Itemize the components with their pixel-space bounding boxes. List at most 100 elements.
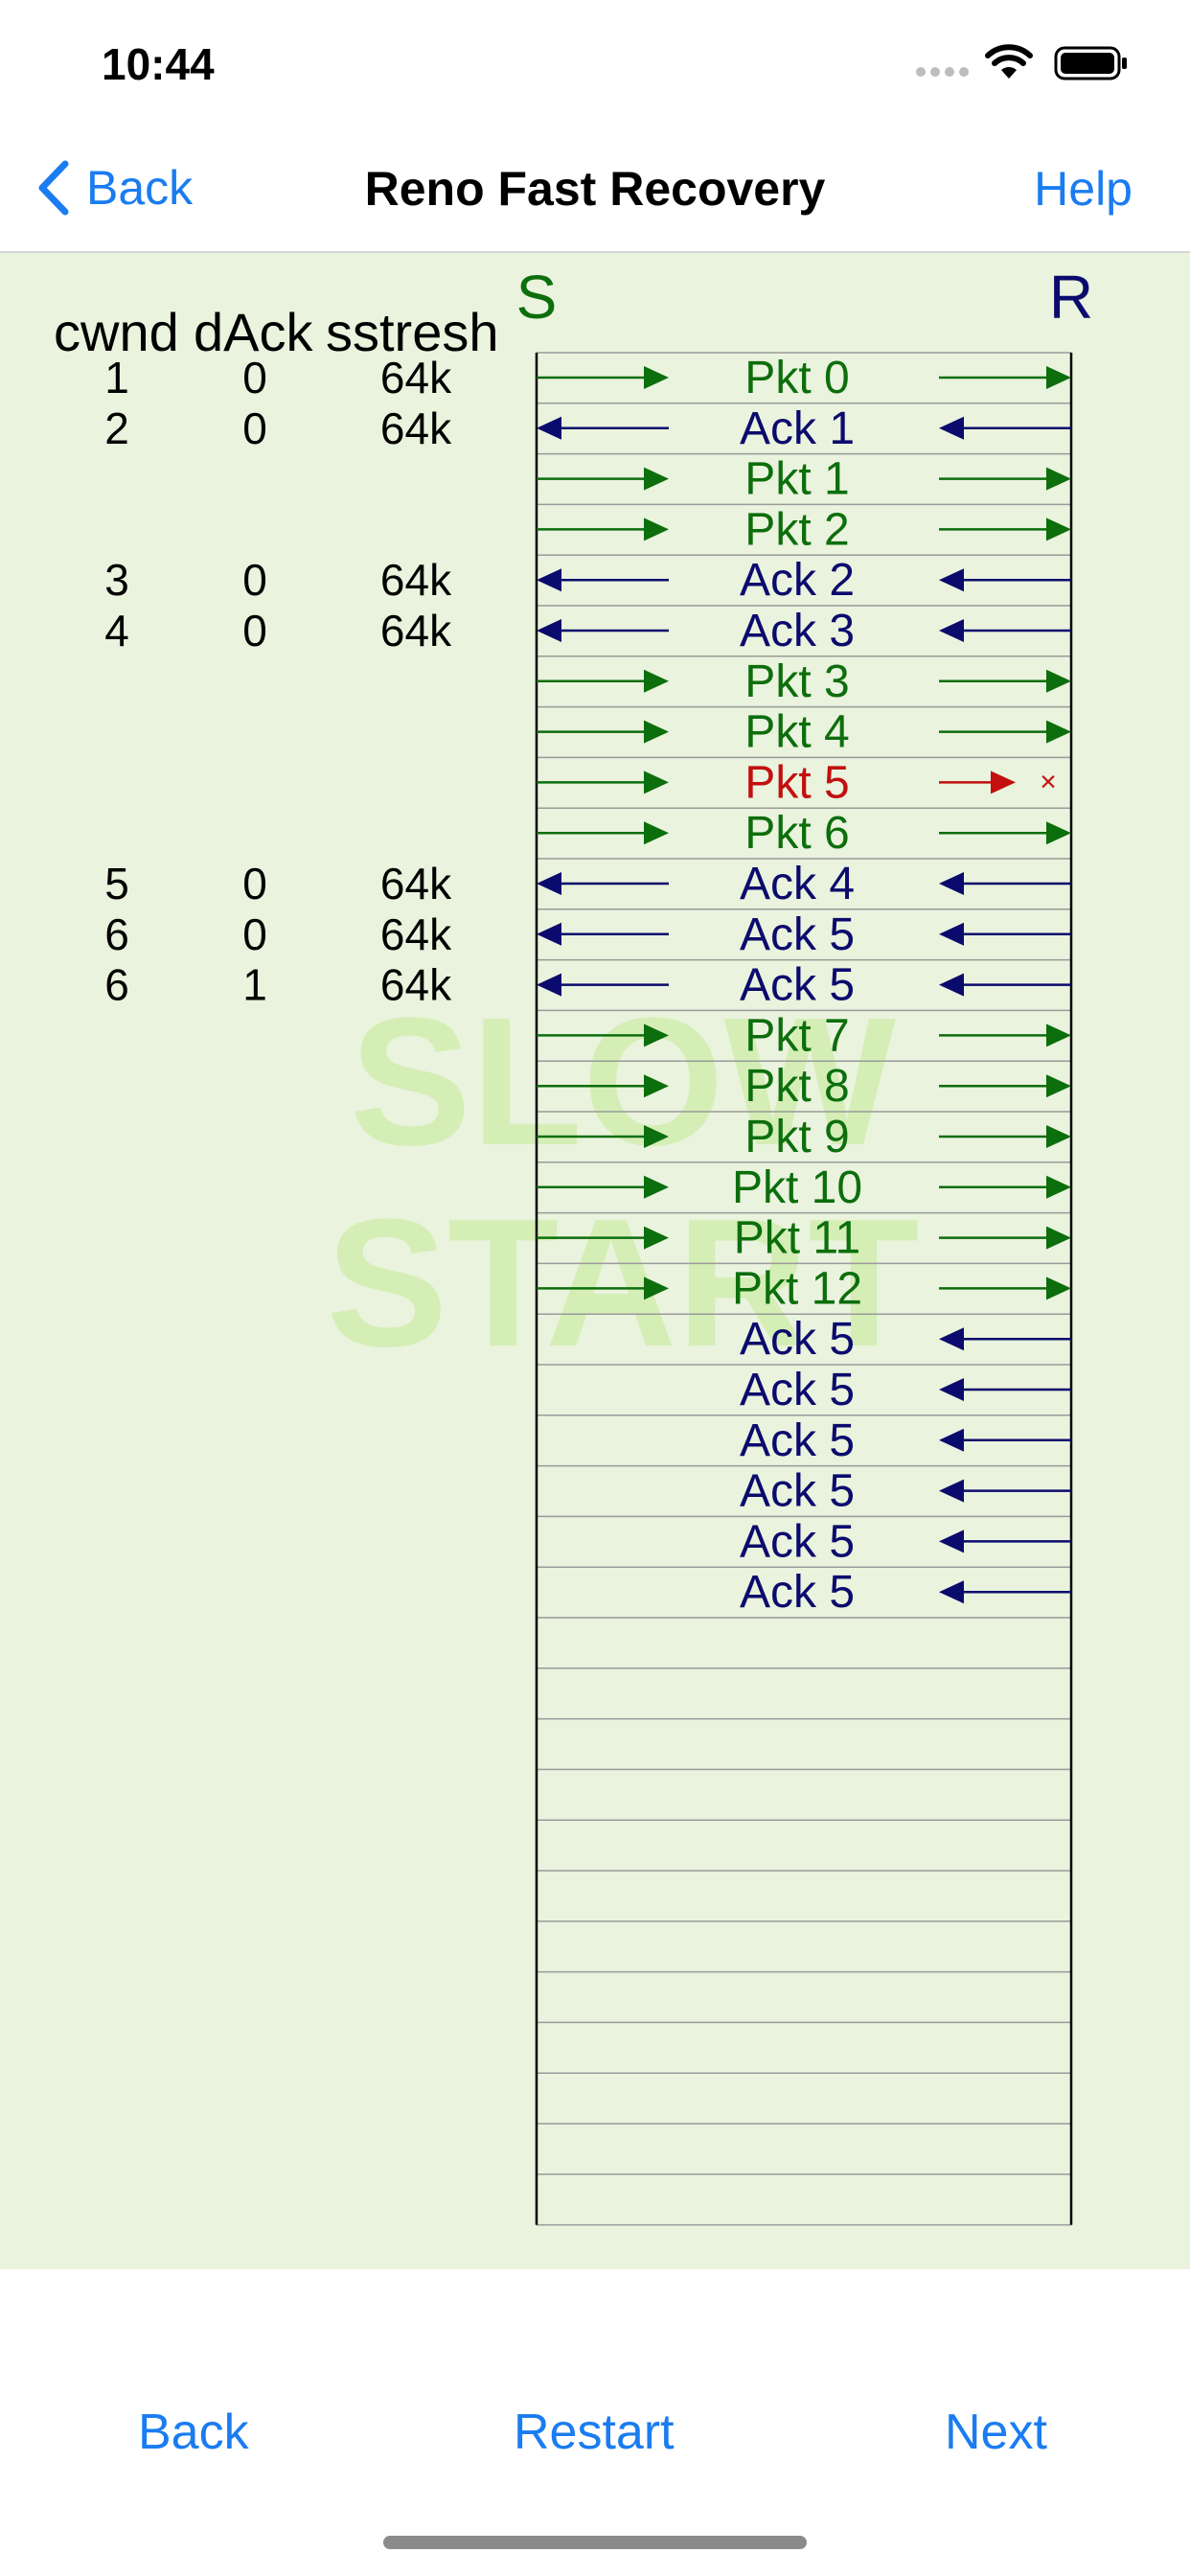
packet-arrow-head <box>1046 366 1071 389</box>
help-button[interactable]: Help <box>1034 162 1133 216</box>
ack-arrow-head <box>939 922 964 946</box>
packet-label: Pkt 0 <box>744 353 849 403</box>
lost-packet-label: Pkt 5 <box>744 757 849 808</box>
ack-arrow-head <box>939 1327 964 1351</box>
lost-packet-head <box>991 770 1016 794</box>
dack-value: 0 <box>242 859 267 908</box>
ack-arrow-head <box>537 568 561 592</box>
cwnd-value: 1 <box>104 353 129 402</box>
watermark-text: SLOW <box>350 980 897 1184</box>
ack-label: Ack 2 <box>740 555 855 606</box>
packet-arrow-head <box>644 720 669 744</box>
ack-label: Ack 5 <box>740 1415 855 1466</box>
restart-button[interactable]: Restart <box>514 2404 675 2460</box>
ack-arrow-head <box>939 1479 964 1503</box>
ack-arrow-head <box>939 1378 964 1401</box>
packet-arrow-head <box>1046 821 1071 845</box>
packet-arrow-head <box>644 1074 669 1098</box>
packet-arrow-head <box>1046 467 1071 491</box>
nav-back-button[interactable]: Back <box>36 159 193 217</box>
ack-arrow-head <box>537 416 561 440</box>
packet-label: Pkt 9 <box>744 1112 849 1162</box>
ack-arrow-head <box>537 973 561 997</box>
bottom-toolbar: Back Restart Next <box>0 2269 1190 2576</box>
packet-arrow-head <box>644 1125 669 1148</box>
ack-arrow-head <box>939 872 964 895</box>
ack-label: Ack 5 <box>740 1314 855 1365</box>
packet-label: Pkt 1 <box>744 454 849 505</box>
ack-arrow-head <box>939 568 964 592</box>
packet-arrow-head <box>1046 669 1071 693</box>
ack-label: Ack 5 <box>740 1466 855 1517</box>
ssthresh-value: 64k <box>380 859 452 908</box>
chevron-left-icon <box>38 160 69 216</box>
packet-arrow-head <box>1046 720 1071 744</box>
packet-label: Pkt 11 <box>734 1213 861 1264</box>
ack-label: Ack 5 <box>740 1567 855 1618</box>
packet-arrow-head <box>644 518 669 541</box>
wifi-icon <box>985 44 1033 79</box>
ack-arrow-head <box>537 922 561 946</box>
packet-arrow-head <box>644 1024 669 1047</box>
dack-header: dAck <box>194 302 313 362</box>
ack-arrow-head <box>537 619 561 642</box>
ack-arrow-head <box>537 872 561 895</box>
ack-arrow-head <box>939 1530 964 1553</box>
dack-value: 0 <box>242 909 267 959</box>
packet-label: Pkt 6 <box>744 808 849 859</box>
cwnd-value: 4 <box>104 606 129 656</box>
ack-label: Ack 5 <box>740 909 855 960</box>
ack-label: Ack 4 <box>740 859 855 909</box>
packet-arrow-head <box>644 467 669 491</box>
packet-arrow-head <box>1046 1024 1071 1047</box>
ack-arrow-head <box>939 1580 964 1604</box>
back-button[interactable]: Back <box>138 2404 249 2460</box>
ack-label: Ack 1 <box>740 403 855 454</box>
ssthresh-value: 64k <box>380 353 452 402</box>
cwnd-value: 3 <box>104 555 129 605</box>
ack-arrow-head <box>939 619 964 642</box>
navigation-bar: Back Reno Fast Recovery Help <box>0 125 1190 253</box>
packet-arrow-head <box>644 366 669 389</box>
ssthresh-value: 64k <box>380 960 452 1010</box>
next-button[interactable]: Next <box>945 2404 1047 2460</box>
home-indicator <box>383 2536 807 2549</box>
packet-label: Pkt 7 <box>744 1010 849 1061</box>
packet-arrow-head <box>644 770 669 794</box>
packet-arrow-head <box>1046 1175 1071 1199</box>
dack-value: 0 <box>242 353 267 402</box>
dack-value: 1 <box>242 960 267 1010</box>
cwnd-value: 2 <box>104 403 129 453</box>
ssthresh-value: 64k <box>380 606 452 656</box>
dack-value: 0 <box>242 555 267 605</box>
cwnd-header: cwnd <box>54 302 179 362</box>
packet-arrow-head <box>644 1175 669 1199</box>
packet-label: Pkt 3 <box>744 656 849 707</box>
packet-label: Pkt 12 <box>732 1263 862 1314</box>
dack-value: 0 <box>242 403 267 453</box>
packet-arrow-head <box>644 669 669 693</box>
battery-icon <box>1054 46 1127 80</box>
packet-label: Pkt 10 <box>732 1162 862 1213</box>
packet-lost-marker: × <box>1040 766 1057 797</box>
ssthresh-value: 64k <box>380 403 452 453</box>
receiver-label: R <box>1049 263 1093 332</box>
packet-arrow-head <box>1046 1125 1071 1148</box>
packet-arrow-head <box>644 821 669 845</box>
packet-label: Pkt 4 <box>744 707 849 758</box>
ack-label: Ack 5 <box>740 1516 855 1567</box>
cwnd-value: 6 <box>104 960 129 1010</box>
cellular-signal-icon <box>916 67 969 77</box>
packet-arrow-head <box>1046 1074 1071 1098</box>
watermark-text: START <box>326 1182 919 1385</box>
packet-arrow-head <box>644 1226 669 1250</box>
ssthresh-value: 64k <box>380 909 452 959</box>
ack-arrow-head <box>939 1428 964 1452</box>
status-time: 10:44 <box>102 39 215 89</box>
status-bar: 10:44 <box>0 0 1190 125</box>
sender-label: S <box>516 263 558 332</box>
cwnd-value: 5 <box>104 859 129 908</box>
cwnd-value: 6 <box>104 909 129 959</box>
